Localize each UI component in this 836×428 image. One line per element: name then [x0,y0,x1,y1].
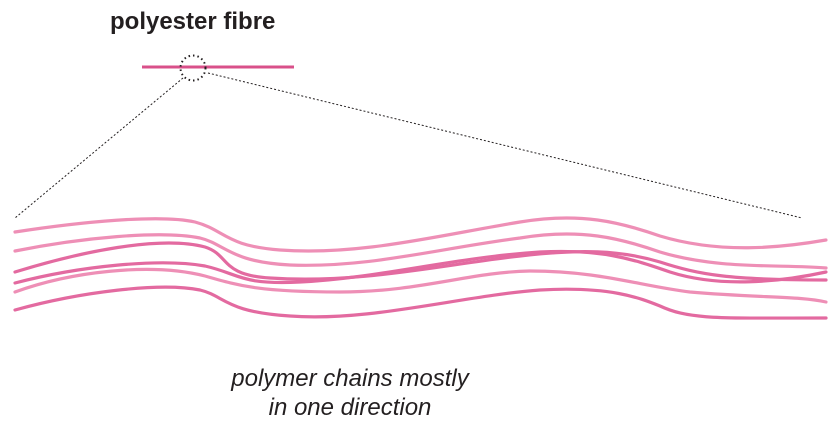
polymer-chain [13,216,828,253]
polymer-chains [13,216,828,320]
diagram-title: polyester fibre [110,8,275,35]
polymer-chain [13,285,828,320]
caption-line-1: polymer chains mostly [230,365,470,392]
zoom-circle [179,54,207,82]
polymer-chain [13,232,828,270]
polymer-chain [13,267,828,304]
zoom-guide-left [14,77,184,219]
polymer-chain [13,249,828,285]
caption-line-2: in one direction [269,394,432,421]
zoom-guide-right [207,72,803,219]
polymer-chain [13,241,828,282]
